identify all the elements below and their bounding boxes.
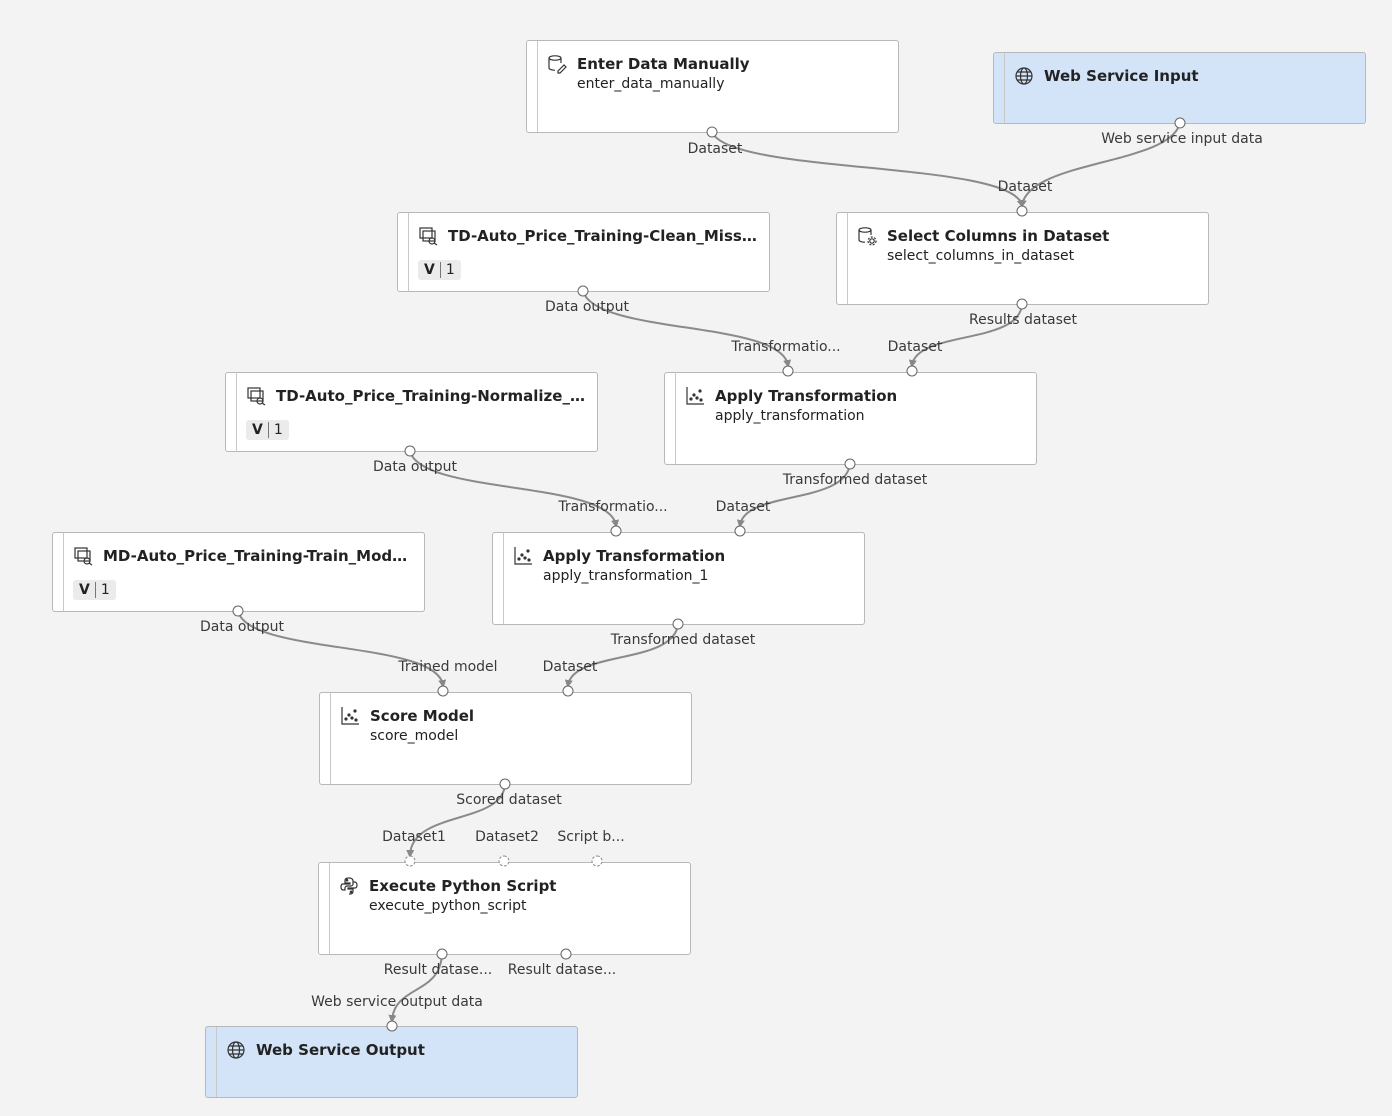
version-label: V xyxy=(246,422,269,438)
port-label-score-output: Scored dataset xyxy=(456,792,562,808)
port-clean-output[interactable] xyxy=(577,285,589,297)
node-title: Web Service Output xyxy=(256,1041,425,1059)
port-python-output1[interactable] xyxy=(436,948,448,960)
port-python-input2[interactable] xyxy=(498,855,510,867)
version-badge: V 1 xyxy=(418,260,461,280)
port-label-apply2-output: Transformed dataset xyxy=(610,632,756,648)
version-label: V xyxy=(73,582,96,598)
port-label-train-output: Data output xyxy=(199,619,285,635)
port-label-ws-input-output: Web service input data xyxy=(1101,131,1263,147)
scatter-icon xyxy=(685,386,705,406)
port-norm-output[interactable] xyxy=(404,445,416,457)
version-badge: V 1 xyxy=(246,420,289,440)
globe-icon xyxy=(226,1040,246,1060)
port-python-input3[interactable] xyxy=(591,855,603,867)
port-label-enter-data-output: Dataset xyxy=(687,141,743,157)
port-label-apply1-input1: Transformatio... xyxy=(731,339,841,355)
port-score-input2[interactable] xyxy=(562,685,574,697)
port-select-input[interactable] xyxy=(1016,205,1028,217)
node-apply-transformation[interactable]: Apply Transformation apply_transformatio… xyxy=(664,372,1037,465)
version-number: 1 xyxy=(100,582,110,598)
model-icon xyxy=(246,386,266,406)
node-execute-python-script[interactable]: Execute Python Script execute_python_scr… xyxy=(318,862,691,955)
scatter-icon xyxy=(340,706,360,726)
node-title: Enter Data Manually xyxy=(577,55,750,73)
scatter-icon xyxy=(513,546,533,566)
port-label-ws-output-input: Web service output data xyxy=(311,994,483,1010)
node-subtitle: execute_python_script xyxy=(369,898,527,914)
node-subtitle: select_columns_in_dataset xyxy=(887,248,1075,264)
node-td-normalize-data[interactable]: TD-Auto_Price_Training-Normalize_Data-..… xyxy=(225,372,598,452)
port-score-output[interactable] xyxy=(499,778,511,790)
node-title: Web Service Input xyxy=(1044,67,1199,85)
port-label-score-input1: Trained model xyxy=(398,659,498,675)
database-settings-icon xyxy=(857,226,877,246)
port-label-select-output: Results dataset xyxy=(969,312,1077,328)
port-label-python-input3: Script b... xyxy=(557,829,625,845)
port-train-output[interactable] xyxy=(232,605,244,617)
node-subtitle: apply_transformation xyxy=(715,408,865,424)
version-number: 1 xyxy=(273,422,283,438)
node-title: Select Columns in Dataset xyxy=(887,227,1110,245)
port-enter-data-output[interactable] xyxy=(706,126,718,138)
port-apply2-input2[interactable] xyxy=(734,525,746,537)
port-apply1-output[interactable] xyxy=(844,458,856,470)
node-title: MD-Auto_Price_Training-Train_Model-Tr... xyxy=(103,547,415,565)
port-select-output[interactable] xyxy=(1016,298,1028,310)
node-title: Execute Python Script xyxy=(369,877,557,895)
node-subtitle: enter_data_manually xyxy=(577,76,725,92)
port-label-select-input: Dataset xyxy=(997,179,1053,195)
node-title: TD-Auto_Price_Training-Clean_Missing_D..… xyxy=(448,227,760,245)
port-apply1-input1[interactable] xyxy=(782,365,794,377)
node-title: Apply Transformation xyxy=(715,387,898,405)
node-select-columns[interactable]: Select Columns in Dataset select_columns… xyxy=(836,212,1209,305)
model-icon xyxy=(73,546,93,566)
version-label: V xyxy=(418,262,441,278)
node-web-service-input[interactable]: Web Service Input xyxy=(993,52,1366,124)
port-label-apply2-input1: Transformatio... xyxy=(558,499,668,515)
version-number: 1 xyxy=(445,262,455,278)
node-enter-data-manually[interactable]: Enter Data Manually enter_data_manually xyxy=(526,40,899,133)
port-label-apply1-output: Transformed dataset xyxy=(782,472,928,488)
wire-enter-to-select xyxy=(711,131,1025,208)
node-title: Score Model xyxy=(370,707,475,725)
port-label-apply1-input2: Dataset xyxy=(887,339,943,355)
python-icon xyxy=(339,876,359,896)
port-label-python-input2: Dataset2 xyxy=(475,829,539,845)
port-label-apply2-input2: Dataset xyxy=(715,499,771,515)
port-label-norm-output: Data output xyxy=(372,459,458,475)
node-md-train-model[interactable]: MD-Auto_Price_Training-Train_Model-Tr...… xyxy=(52,532,425,612)
port-label-clean-output: Data output xyxy=(544,299,630,315)
node-apply-transformation-1[interactable]: Apply Transformation apply_transformatio… xyxy=(492,532,865,625)
port-apply1-input2[interactable] xyxy=(906,365,918,377)
node-title: Apply Transformation xyxy=(543,547,726,565)
globe-icon xyxy=(1014,66,1034,86)
node-subtitle: apply_transformation_1 xyxy=(543,568,709,584)
port-label-python-output2: Result datase... xyxy=(507,962,617,978)
port-python-output2[interactable] xyxy=(560,948,572,960)
port-apply2-output[interactable] xyxy=(672,618,684,630)
port-ws-input-output[interactable] xyxy=(1174,117,1186,129)
port-ws-output-input[interactable] xyxy=(386,1020,398,1032)
port-score-input1[interactable] xyxy=(437,685,449,697)
node-subtitle: score_model xyxy=(370,728,459,744)
node-score-model[interactable]: Score Model score_model xyxy=(319,692,692,785)
port-label-score-input2: Dataset xyxy=(542,659,598,675)
port-python-input1[interactable] xyxy=(404,855,416,867)
port-label-python-input1: Dataset1 xyxy=(382,829,446,845)
node-web-service-output[interactable]: Web Service Output xyxy=(205,1026,578,1098)
node-title: TD-Auto_Price_Training-Normalize_Data-..… xyxy=(276,387,588,405)
node-td-clean-missing[interactable]: TD-Auto_Price_Training-Clean_Missing_D..… xyxy=(397,212,770,292)
database-edit-icon xyxy=(547,54,567,74)
port-apply2-input1[interactable] xyxy=(610,525,622,537)
port-label-python-output1: Result datase... xyxy=(383,962,493,978)
version-badge: V 1 xyxy=(73,580,116,600)
model-icon xyxy=(418,226,438,246)
